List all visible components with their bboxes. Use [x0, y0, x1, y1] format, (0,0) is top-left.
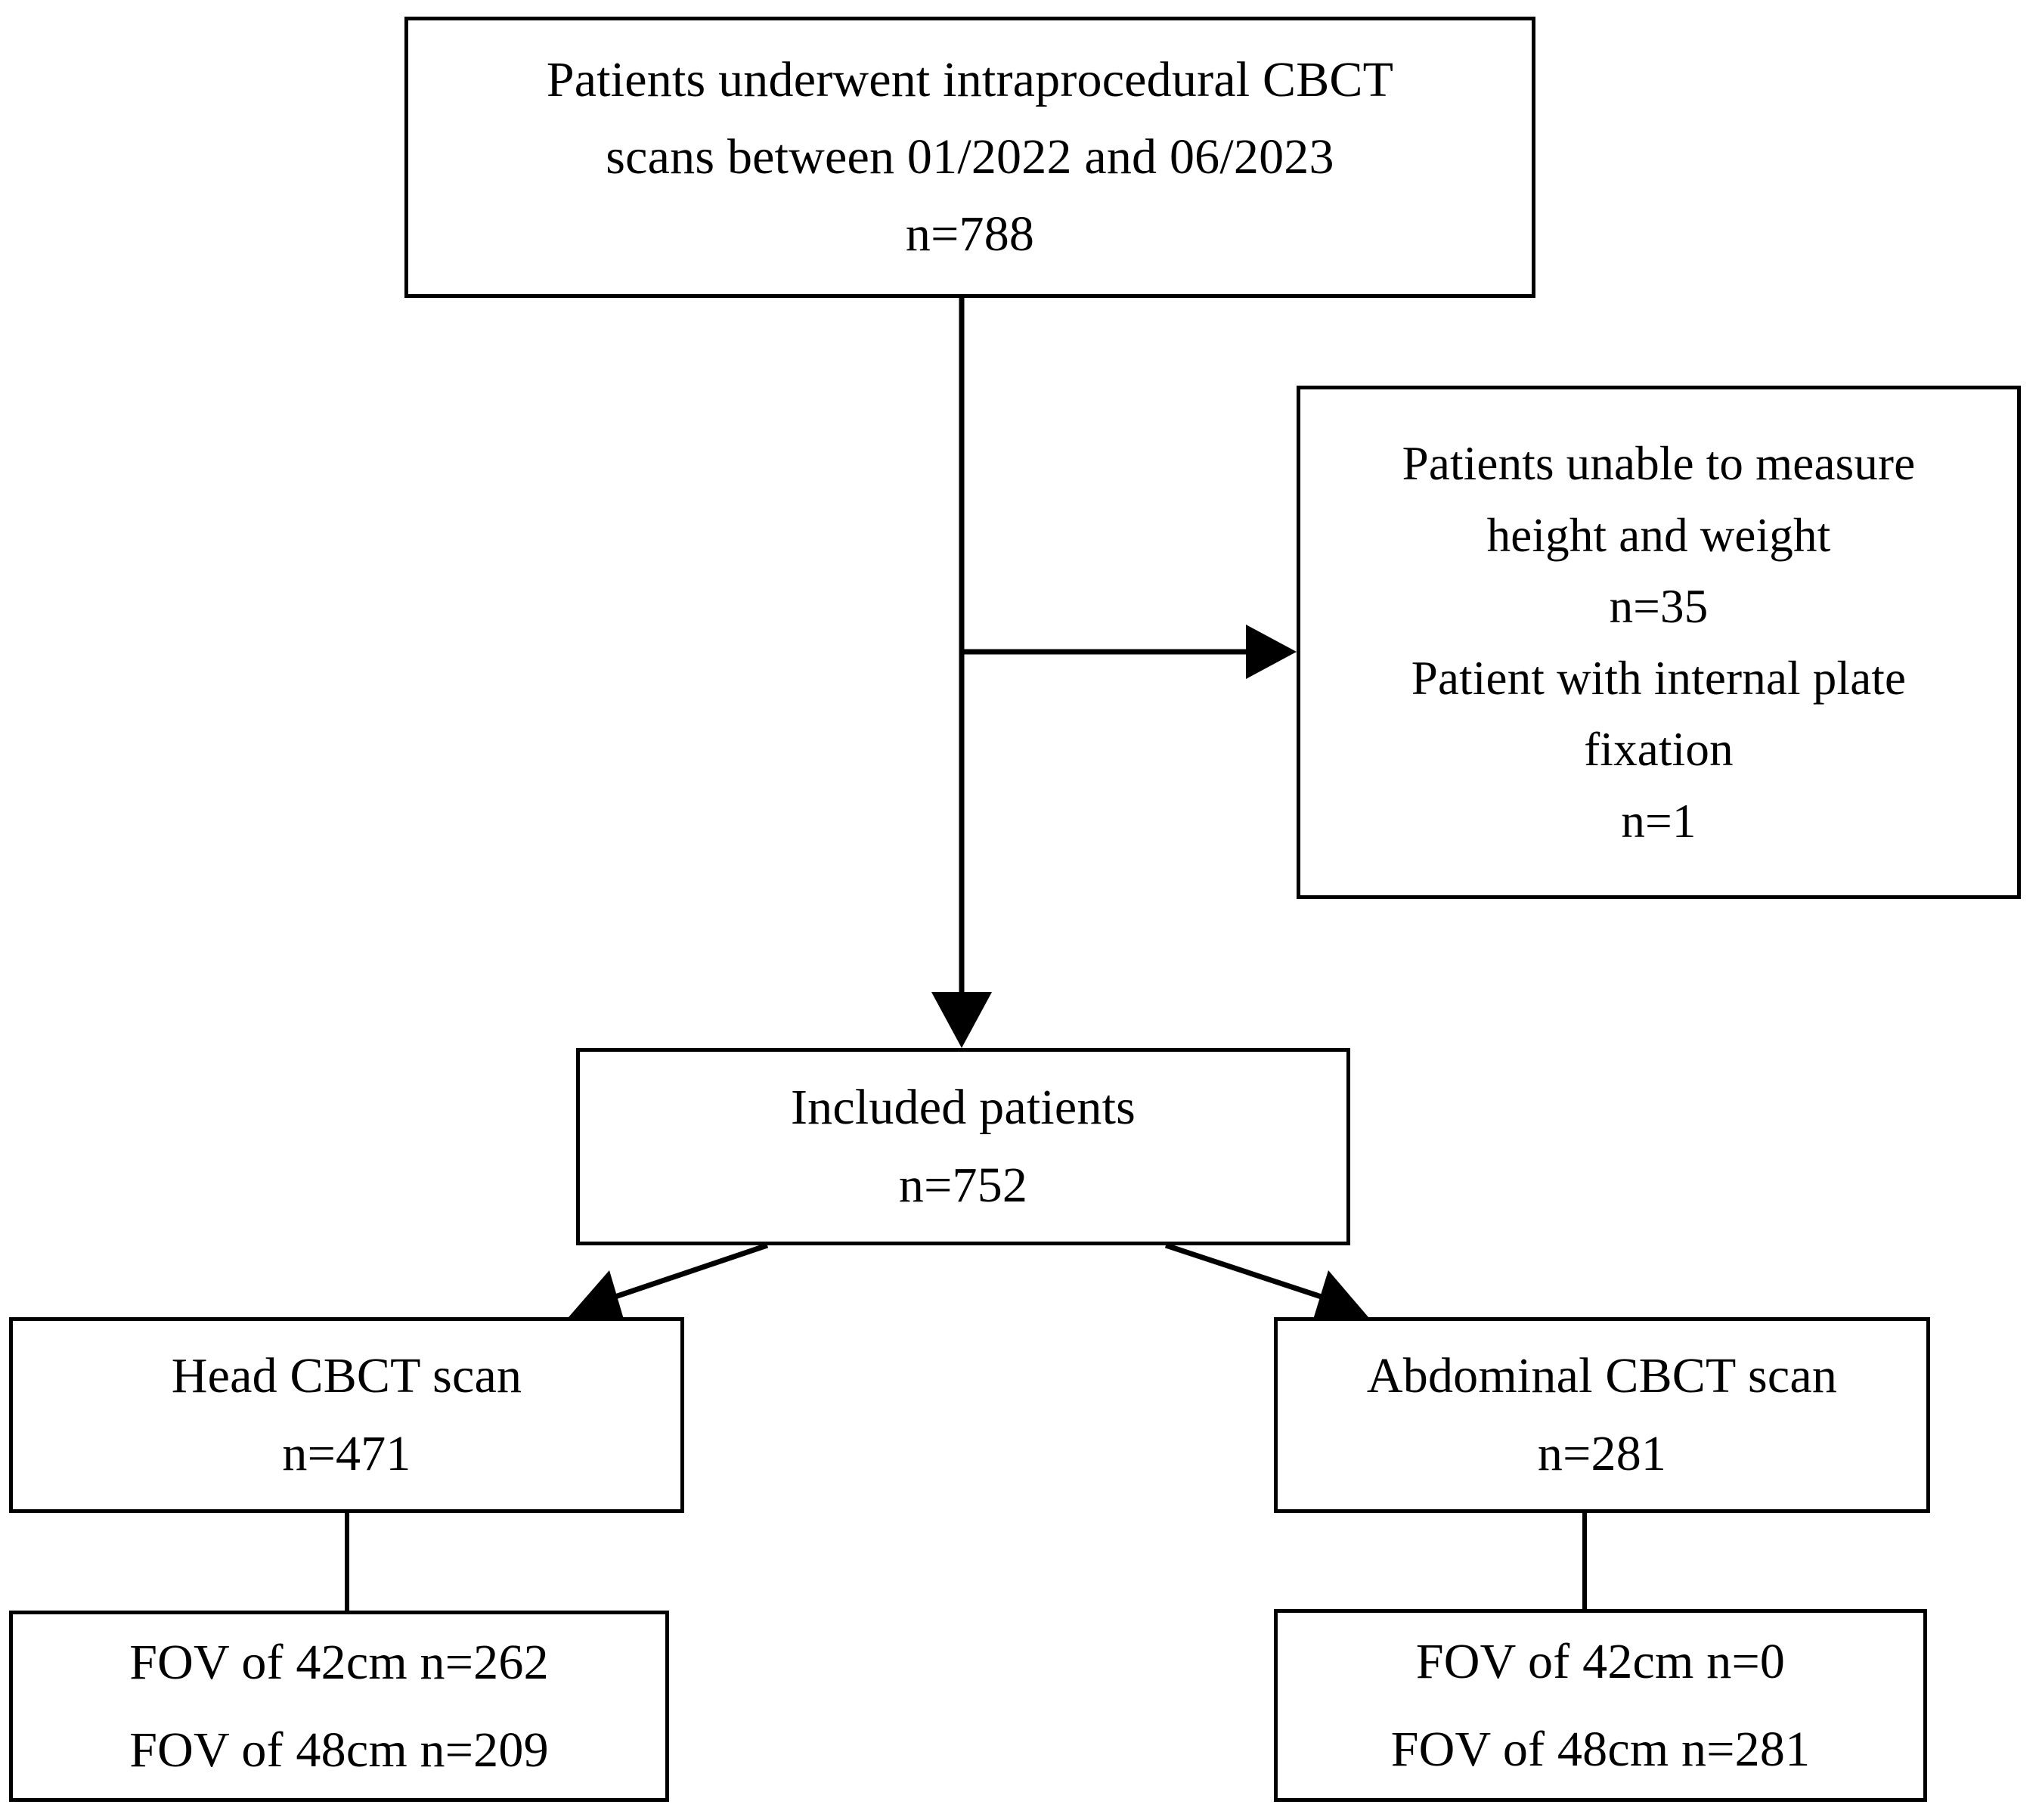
head-count: n=471	[282, 1425, 411, 1481]
excluded-count-1: n=35	[1609, 580, 1709, 633]
screened-line-2: scans between 01/2022 and 06/2023	[606, 129, 1334, 184]
excluded-line-4: fixation	[1584, 723, 1734, 776]
screened-count: n=788	[905, 206, 1035, 262]
excluded-line-1: Patients unable to measure	[1402, 437, 1916, 490]
abdominal-cbct-box: Abdominal CBCT scan n=281	[1274, 1317, 1930, 1513]
connector-included-to-abdominal	[1164, 1242, 1368, 1322]
connector-screened-to-excluded	[962, 625, 1297, 679]
head-fov-box: FOV of 42cm n=262 FOV of 48cm n=209	[9, 1611, 669, 1802]
abdominal-fov48: FOV of 48cm n=281	[1390, 1721, 1811, 1777]
abdominal-label: Abdominal CBCT scan	[1366, 1348, 1838, 1404]
connector-screened-to-included	[931, 298, 992, 1048]
abdominal-fov-box: FOV of 42cm n=0 FOV of 48cm n=281	[1274, 1609, 1927, 1802]
included-count: n=752	[898, 1157, 1028, 1213]
screened-line-1: Patients underwent intraprocedural CBCT	[546, 51, 1394, 107]
excluded-line-2: height and weight	[1486, 508, 1831, 562]
excluded-patients-box: Patients unable to measure height and we…	[1297, 386, 2021, 899]
head-cbct-box: Head CBCT scan n=471	[9, 1317, 684, 1513]
included-label: Included patients	[790, 1080, 1136, 1136]
head-fov48: FOV of 48cm n=209	[129, 1722, 549, 1778]
head-fov42: FOV of 42cm n=262	[129, 1635, 549, 1690]
included-patients-box: Included patients n=752	[576, 1048, 1350, 1245]
abdominal-fov42: FOV of 42cm n=0	[1415, 1634, 1786, 1689]
abdominal-count: n=281	[1537, 1425, 1667, 1481]
screened-patients-box: Patients underwent intraprocedural CBCT …	[404, 17, 1535, 298]
connector-included-to-head	[569, 1242, 769, 1322]
head-label: Head CBCT scan	[171, 1348, 522, 1404]
excluded-count-2: n=1	[1621, 794, 1697, 848]
excluded-line-3: Patient with internal plate	[1411, 651, 1907, 705]
